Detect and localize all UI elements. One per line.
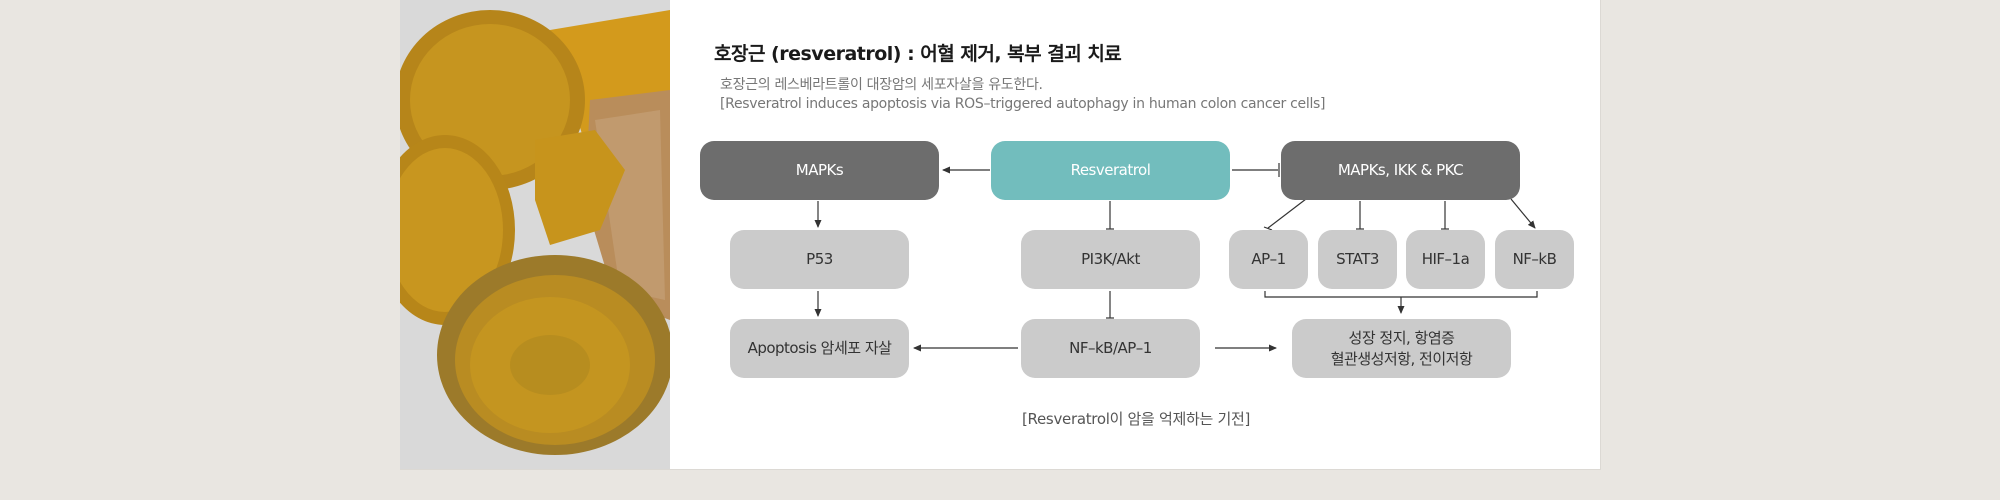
node-stat3: STAT3 [1318, 230, 1397, 289]
subtitle-english: [Resveratrol induces apoptosis via ROS–t… [720, 96, 1326, 112]
node-mapks: MAPKs [700, 141, 939, 200]
node-nfkb-ap1: NF–kB/AP–1 [1021, 319, 1200, 378]
node-p53: P53 [730, 230, 909, 289]
diagram-caption: [Resveratrol이 암을 억제하는 기전] [1022, 410, 1251, 428]
node-nfkb: NF–kB [1495, 230, 1574, 289]
node-apoptosis: Apoptosis 암세포 자살 [730, 319, 909, 378]
node-hif1a: HIF–1a [1406, 230, 1485, 289]
arrow-to-nfkb [1510, 198, 1536, 229]
subtitle-korean: 호장근의 레스베라트롤이 대장암의 세포자살을 유도한다. [720, 77, 1043, 93]
node-resveratrol: Resveratrol [991, 141, 1230, 200]
growth-line-2: 혈관생성저항, 전이저항 [1330, 349, 1473, 368]
node-ap1: AP–1 [1229, 230, 1308, 289]
node-mapks-ikk-pkc: MAPKs, IKK & PKC [1281, 141, 1520, 200]
factor-bracket [1264, 291, 1538, 298]
node-pi3k-akt: PI3K/Akt [1021, 230, 1200, 289]
turmeric-photo [400, 0, 670, 469]
page-title: 호장근 (resveratrol) : 어혈 제거, 복부 결괴 치료 [714, 43, 1122, 65]
inhibit-to-ap1 [1267, 198, 1307, 229]
node-growth-arrest: 성장 정지, 항염증 혈관생성저항, 전이저항 [1292, 319, 1511, 378]
growth-line-1: 성장 정지, 항염증 [1348, 328, 1455, 347]
